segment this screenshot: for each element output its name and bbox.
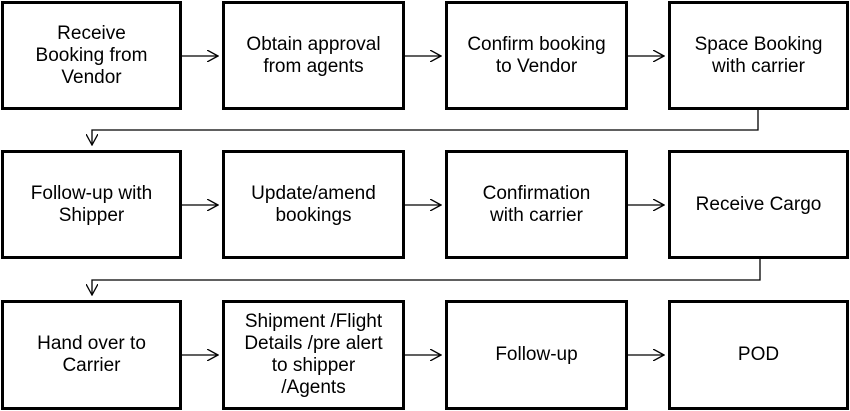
step-receive-cargo: Receive Cargo: [668, 150, 849, 259]
step-confirm-booking-to-vendor: Confirm booking to Vendor: [445, 1, 628, 110]
step-space-booking-with-carrier: Space Booking with carrier: [668, 1, 849, 110]
step-pod: POD: [668, 300, 849, 410]
step-obtain-approval-from-agents: Obtain approval from agents: [222, 1, 405, 110]
step-hand-over-to-carrier: Hand over to Carrier: [1, 300, 182, 410]
step-shipment-flight-details: Shipment /Flight Details /pre alert to s…: [222, 300, 405, 410]
step-follow-up: Follow-up: [445, 300, 628, 410]
step-follow-up-with-shipper: Follow-up with Shipper: [1, 150, 182, 259]
step-receive-booking-from-vendor: Receive Booking from Vendor: [1, 1, 182, 110]
arrow-step8-to-step9: [92, 259, 761, 295]
arrow-step4-to-step5: [92, 110, 759, 145]
step-confirmation-with-carrier: Confirmation with carrier: [445, 150, 628, 259]
step-update-amend-bookings: Update/amend bookings: [222, 150, 405, 259]
